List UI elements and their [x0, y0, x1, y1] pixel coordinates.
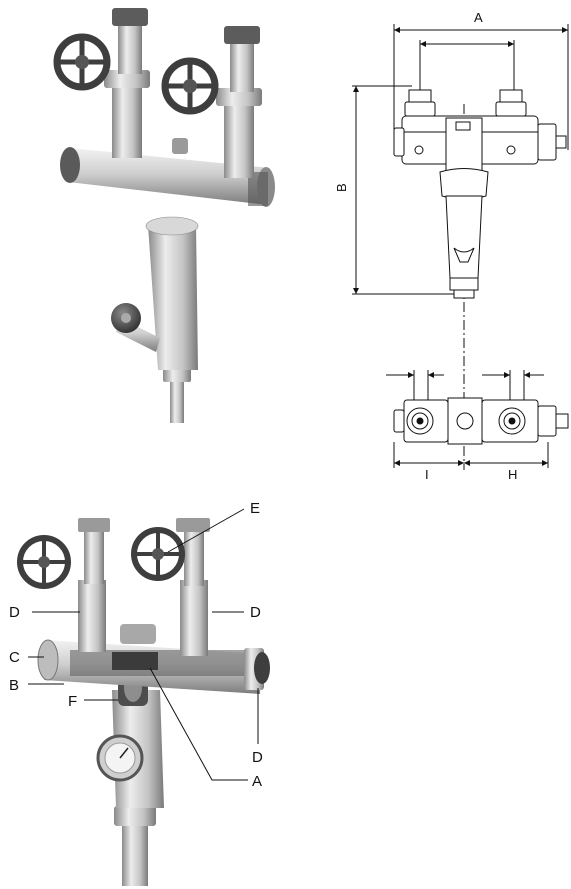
callout-leaders — [28, 508, 259, 781]
dim-i-label: I — [425, 467, 429, 482]
top-valve-photo — [53, 8, 275, 423]
cutaway-valve-photo — [17, 518, 270, 886]
dim-h-label: H — [508, 467, 517, 482]
dim-a-label: A — [474, 10, 483, 25]
callout-b: B — [9, 677, 19, 694]
callout-d-right: D — [250, 604, 261, 621]
callout-f: F — [68, 693, 77, 710]
right-handwheel-icon — [161, 57, 219, 115]
callout-a: A — [252, 773, 262, 790]
front-view-drawing — [352, 24, 569, 470]
left-handwheel-icon — [53, 33, 111, 91]
callout-d-bottom: D — [252, 749, 263, 766]
callout-e: E — [250, 500, 260, 517]
plan-view-drawing — [386, 370, 569, 468]
cutaway-left-handwheel-icon — [17, 535, 71, 589]
pressure-gauge-icon — [96, 734, 144, 782]
callout-c: C — [9, 649, 20, 666]
dim-b-label: B — [334, 183, 349, 192]
cutaway-right-handwheel-icon — [131, 527, 185, 581]
callout-d-left: D — [9, 604, 20, 621]
